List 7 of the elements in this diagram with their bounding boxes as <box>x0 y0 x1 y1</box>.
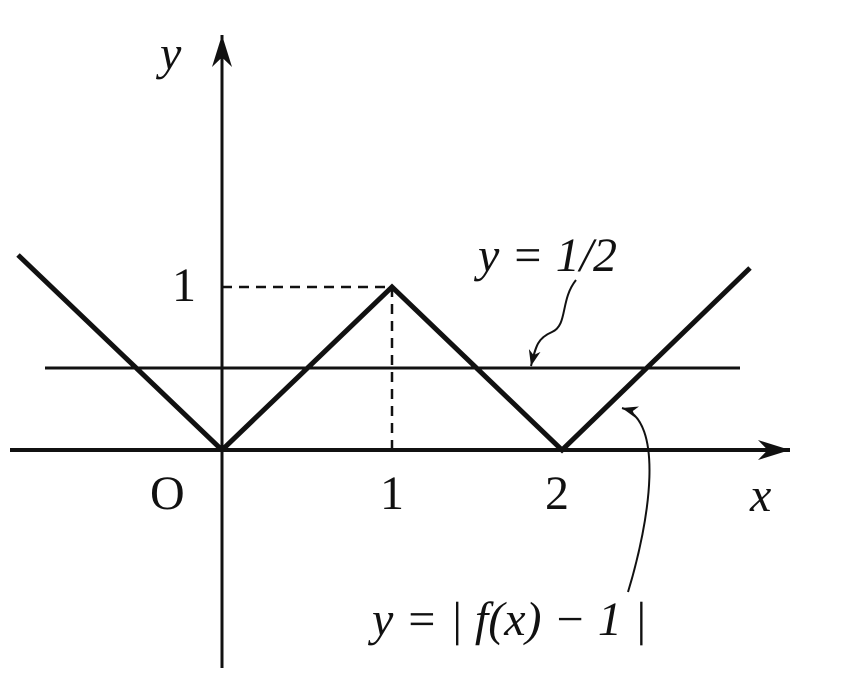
origin-label: O <box>150 470 185 518</box>
leader-line <box>528 279 577 366</box>
axis-label: x <box>750 472 772 520</box>
leader-line <box>622 407 650 592</box>
tick-label: 1 <box>172 262 196 310</box>
tick-label: 1 <box>380 470 404 518</box>
tick-label: 2 <box>545 470 569 518</box>
